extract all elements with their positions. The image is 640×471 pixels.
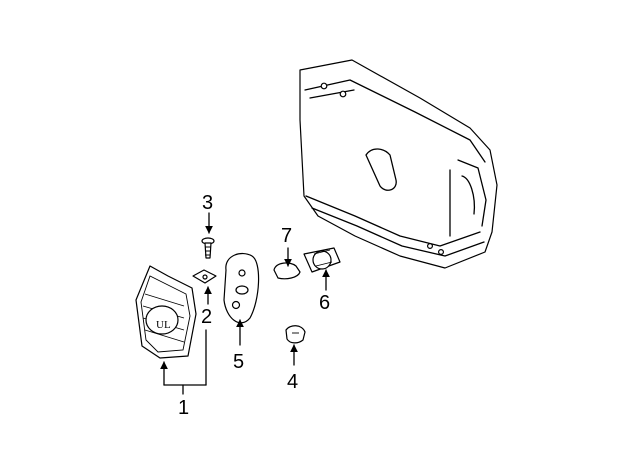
- callout-label-6: 6: [319, 292, 330, 314]
- callout-label-5: 5: [233, 351, 244, 373]
- tailgate-assembly: [299, 59, 498, 269]
- socket-part-6: [303, 247, 341, 273]
- bulb-part-7: [273, 262, 301, 280]
- lamp-emblem-text: UL: [156, 319, 171, 331]
- push-pin-part-4: [285, 325, 306, 344]
- callout-label-2: 2: [201, 306, 212, 328]
- callout-label-1: 1: [178, 397, 189, 419]
- callout-label-7: 7: [281, 225, 292, 247]
- callout-label-3: 3: [202, 192, 213, 214]
- screw-part-3: [201, 237, 215, 259]
- callout-label-4: 4: [287, 371, 298, 393]
- clip-nut-part-2: [192, 269, 217, 284]
- gasket-part-5: [223, 252, 260, 324]
- callout-arrows: [160, 212, 330, 395]
- lamp-housing-part-1: UL: [135, 265, 197, 359]
